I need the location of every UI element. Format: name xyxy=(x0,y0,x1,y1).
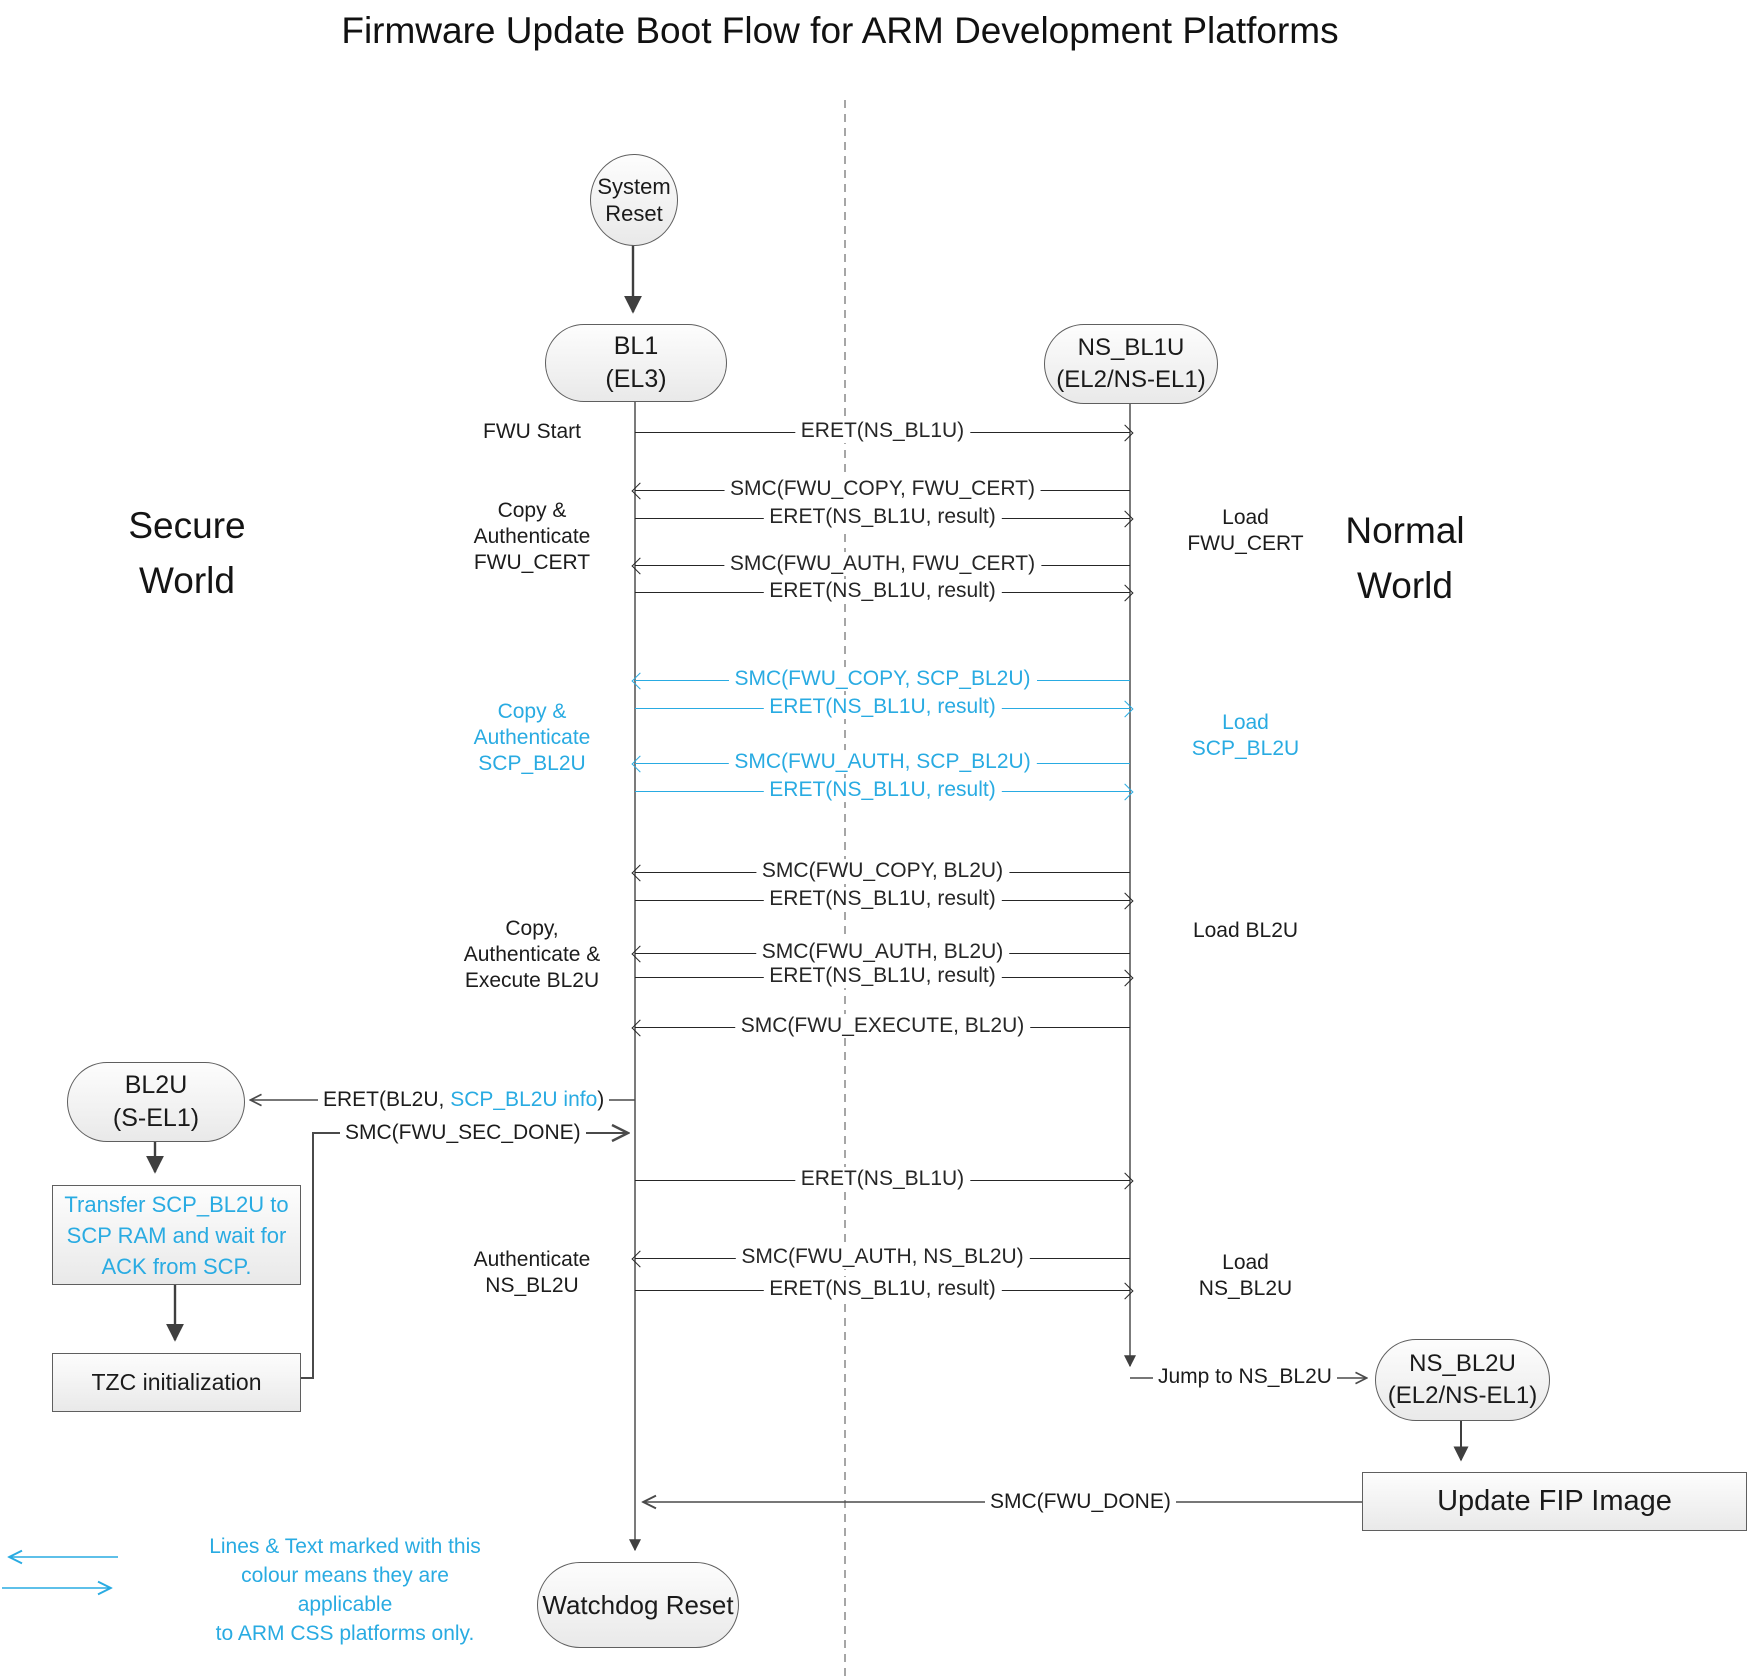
arrowhead-icon xyxy=(1116,969,1134,986)
message-label: ERET(NS_BL1U, result) xyxy=(763,505,1002,530)
message-arrow: ERET(NS_BL1U, result) xyxy=(635,1277,1134,1303)
side-note: Copy & Authenticate FWU_CERT xyxy=(473,499,591,574)
message-label: ERET(NS_BL1U) xyxy=(794,419,971,444)
arrowhead-icon xyxy=(631,672,649,689)
arrowhead-icon xyxy=(631,864,649,881)
message-arrow: ERET(NS_BL1U) xyxy=(635,419,1134,445)
side-note: Authenticate NS_BL2U xyxy=(473,1248,591,1297)
arrowhead-icon xyxy=(1116,424,1134,441)
eret-bl2u-label: ERET(BL2U, SCP_BL2U info) xyxy=(318,1088,610,1112)
message-arrow: SMC(FWU_EXECUTE, BL2U) xyxy=(631,1014,1130,1040)
node-watchdog-reset: Watchdog Reset xyxy=(537,1562,739,1648)
message-arrow: SMC(FWU_AUTH, SCP_BL2U) xyxy=(631,750,1130,776)
box-tzc-initialization: TZC initialization xyxy=(52,1353,301,1412)
diagram-title: Firmware Update Boot Flow for ARM Develo… xyxy=(341,10,1339,51)
message-label: SMC(FWU_COPY, SCP_BL2U) xyxy=(728,667,1037,692)
secure-world-label: Secure World xyxy=(128,505,246,601)
arrowhead-icon xyxy=(1116,892,1134,909)
message-label: ERET(NS_BL1U, result) xyxy=(763,695,1002,720)
eret-bl2u-label-css: SCP_BL2U info xyxy=(450,1088,598,1111)
normal-world-label: Normal World xyxy=(1345,510,1465,606)
smc-fwu-done-label: SMC(FWU_DONE) xyxy=(985,1490,1176,1514)
node-bl2u: BL2U (S-EL1) xyxy=(67,1062,245,1142)
arrowhead-icon xyxy=(1116,584,1134,601)
arrowhead-icon xyxy=(1116,510,1134,527)
message-label: SMC(FWU_COPY, BL2U) xyxy=(755,859,1010,884)
eret-bl2u-label-post: ) xyxy=(597,1088,605,1111)
message-arrow: SMC(FWU_COPY, SCP_BL2U) xyxy=(631,667,1130,693)
message-label: ERET(NS_BL1U, result) xyxy=(763,778,1002,803)
message-arrow: SMC(FWU_AUTH, NS_BL2U) xyxy=(631,1245,1130,1271)
message-arrow: ERET(NS_BL1U, result) xyxy=(635,964,1134,990)
arrowhead-icon xyxy=(631,557,649,574)
box-update-fip-image: Update FIP Image xyxy=(1362,1472,1747,1531)
message-label: ERET(NS_BL1U, result) xyxy=(763,579,1002,604)
message-label: SMC(FWU_AUTH, NS_BL2U) xyxy=(735,1245,1030,1270)
smc-fwu-sec-done-label: SMC(FWU_SEC_DONE) xyxy=(340,1121,586,1145)
node-system-reset: System Reset xyxy=(590,154,678,246)
side-note: Load FWU_CERT xyxy=(1187,506,1304,555)
message-arrow: SMC(FWU_COPY, FWU_CERT) xyxy=(631,477,1130,503)
message-arrow: ERET(NS_BL1U, result) xyxy=(635,778,1134,804)
arrowhead-icon xyxy=(631,1019,649,1036)
side-note: Load NS_BL2U xyxy=(1198,1251,1293,1300)
message-arrow: SMC(FWU_AUTH, BL2U) xyxy=(631,940,1130,966)
legend-text: Lines & Text marked with this colour mea… xyxy=(209,1535,481,1645)
box-transfer-scp-bl2u: Transfer SCP_BL2U to SCP RAM and wait fo… xyxy=(52,1185,301,1285)
node-ns-bl1u: NS_BL1U (EL2/NS-EL1) xyxy=(1044,324,1218,404)
message-arrow: ERET(NS_BL1U, result) xyxy=(635,505,1134,531)
side-note: Load SCP_BL2U xyxy=(1191,711,1300,760)
arrowhead-icon xyxy=(631,482,649,499)
arrowhead-icon xyxy=(631,755,649,772)
message-label: SMC(FWU_AUTH, SCP_BL2U) xyxy=(728,750,1037,775)
message-label: ERET(NS_BL1U, result) xyxy=(763,964,1002,989)
side-note: FWU Start xyxy=(483,420,581,443)
arrowhead-icon xyxy=(1116,1172,1134,1189)
side-note: Load BL2U xyxy=(1192,919,1299,942)
arrowhead-icon xyxy=(1116,1282,1134,1299)
message-layer: ERET(NS_BL1U) SMC(FWU_COPY, FWU_CERT) ER… xyxy=(631,0,1134,1676)
arrowhead-icon xyxy=(1116,700,1134,717)
side-note: Copy, Authenticate & Execute BL2U xyxy=(463,917,601,992)
side-note: Copy & Authenticate SCP_BL2U xyxy=(473,700,591,775)
message-arrow: SMC(FWU_AUTH, FWU_CERT) xyxy=(631,552,1130,578)
eret-bl2u-label-pre: ERET(BL2U, xyxy=(323,1088,451,1111)
message-arrow: SMC(FWU_COPY, BL2U) xyxy=(631,859,1130,885)
message-arrow: ERET(NS_BL1U, result) xyxy=(635,579,1134,605)
message-label: ERET(NS_BL1U) xyxy=(794,1167,971,1192)
arrowhead-icon xyxy=(1116,783,1134,800)
message-label: SMC(FWU_COPY, FWU_CERT) xyxy=(724,477,1041,502)
message-label: SMC(FWU_EXECUTE, BL2U) xyxy=(734,1014,1031,1039)
arrowhead-icon xyxy=(631,1250,649,1267)
message-arrow: ERET(NS_BL1U, result) xyxy=(635,887,1134,913)
node-ns-bl2u: NS_BL2U (EL2/NS-EL1) xyxy=(1375,1339,1550,1421)
message-arrow: ERET(NS_BL1U) xyxy=(635,1167,1134,1193)
message-label: ERET(NS_BL1U, result) xyxy=(763,1277,1002,1302)
message-arrow: ERET(NS_BL1U, result) xyxy=(635,695,1134,721)
message-label: SMC(FWU_AUTH, FWU_CERT) xyxy=(723,552,1042,577)
jump-to-ns-bl2u-label: Jump to NS_BL2U xyxy=(1153,1365,1337,1389)
message-label: ERET(NS_BL1U, result) xyxy=(763,887,1002,912)
node-bl1: BL1 (EL3) xyxy=(545,324,727,402)
message-label: SMC(FWU_AUTH, BL2U) xyxy=(755,940,1010,965)
arrowhead-icon xyxy=(631,945,649,962)
